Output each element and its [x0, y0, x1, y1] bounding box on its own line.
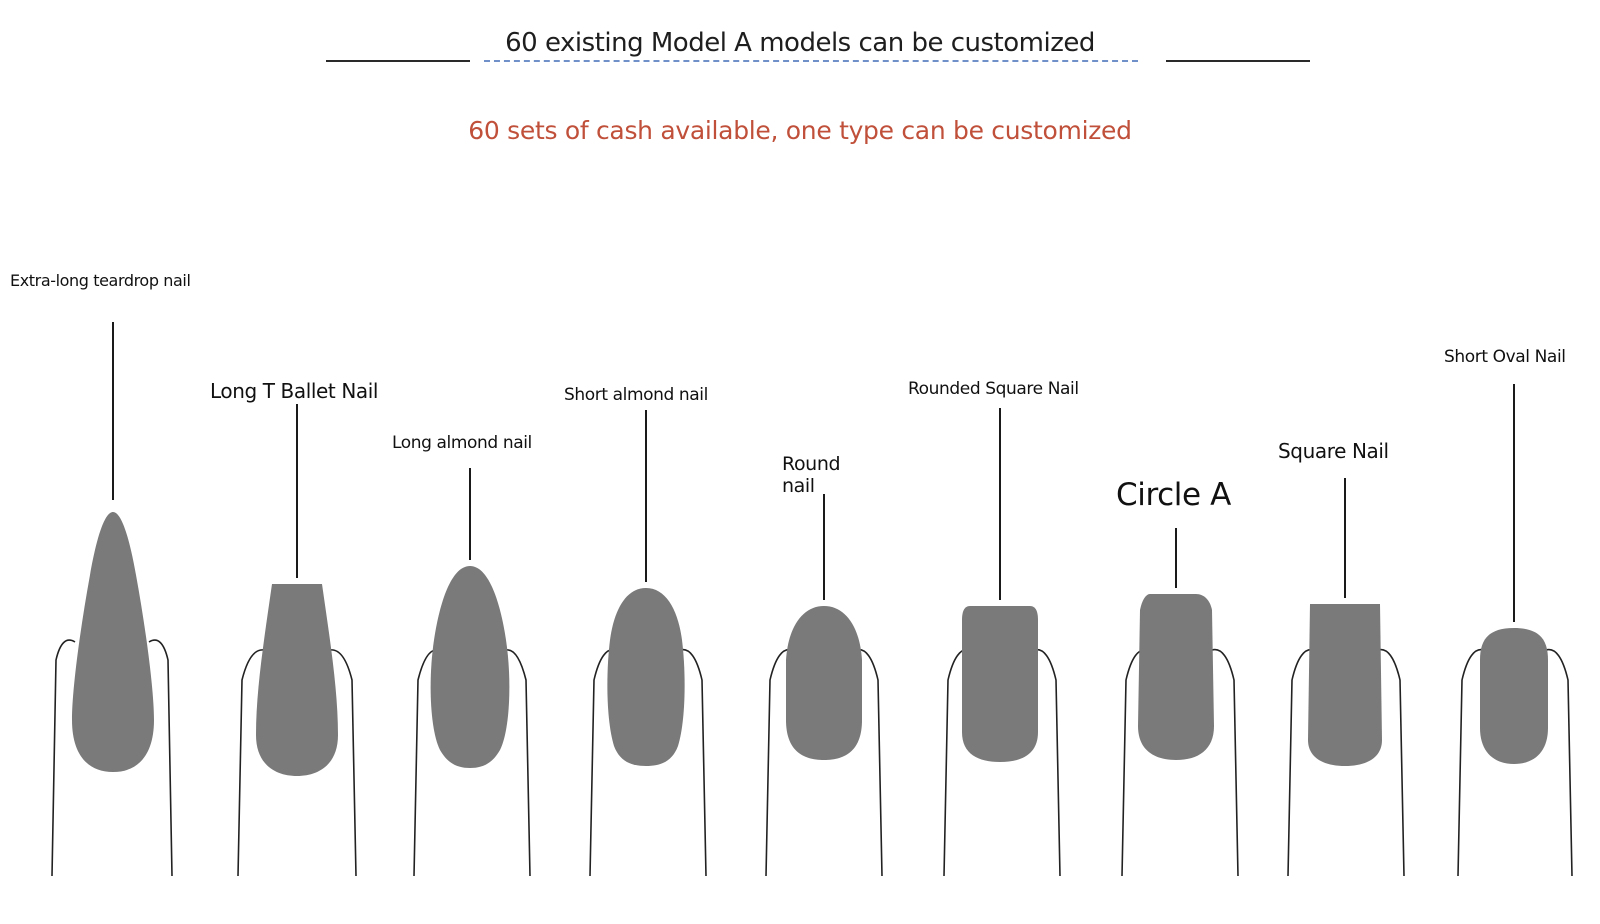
finger-outline [51, 639, 173, 877]
header-right-rule [1166, 60, 1310, 62]
nail-round [786, 606, 862, 760]
label-rounded-square: Rounded Square Nail [908, 379, 1079, 399]
nail-circle-a [1138, 594, 1214, 760]
title-underline [484, 60, 1138, 62]
leader-lines [112, 322, 1515, 622]
label-short-oval: Short Oval Nail [1444, 347, 1566, 367]
nail-short-oval [1480, 628, 1548, 764]
nail-rounded-square [962, 606, 1038, 762]
label-circle-a: Circle A [1116, 477, 1231, 513]
nail-ballet [256, 584, 338, 776]
nail-long-almond [430, 566, 510, 768]
label-short-almond: Short almond nail [564, 385, 708, 405]
label-long-almond: Long almond nail [392, 433, 532, 453]
label-square: Square Nail [1278, 439, 1389, 463]
nail-short-almond [607, 588, 685, 766]
label-long-ballet: Long T Ballet Nail [210, 379, 379, 403]
nail-shapes [72, 512, 1548, 776]
label-round: Round nail [782, 453, 841, 497]
header-left-rule [326, 60, 470, 62]
nail-square [1308, 604, 1382, 766]
label-extra-long-teardrop: Extra-long teardrop nail [10, 271, 191, 290]
page-title: 60 existing Model A models can be custom… [505, 28, 1095, 58]
page-subtitle: 60 sets of cash available, one type can … [468, 116, 1132, 145]
nail-teardrop [72, 512, 154, 772]
finger-outline [237, 649, 357, 877]
